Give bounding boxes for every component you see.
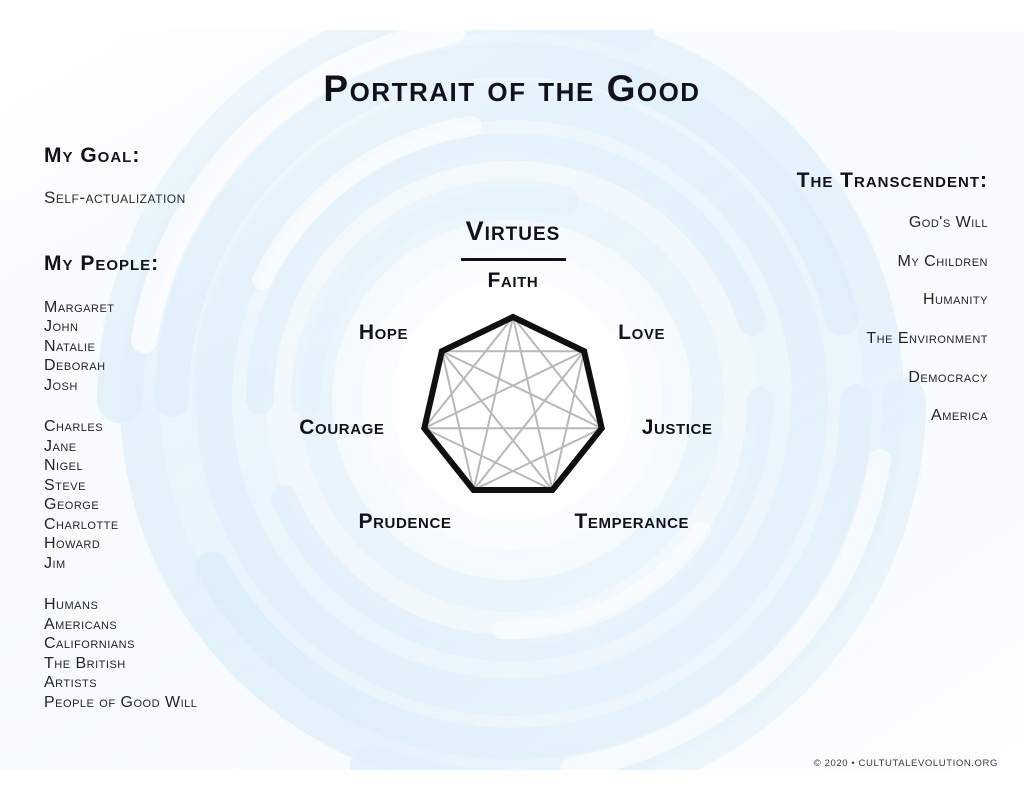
virtue-label-justice: Justice: [641, 416, 713, 440]
virtue-label-courage: Courage: [299, 416, 385, 440]
my-people-heading: My People:: [44, 251, 160, 275]
list-item: Charles: [44, 418, 104, 436]
virtues-heading-underline: [460, 258, 566, 261]
list-item: Deborah: [44, 357, 106, 375]
list-item: Charlotte: [44, 515, 119, 533]
my-goal-value: Self-actualization: [44, 188, 186, 208]
heptagon-figure: [421, 313, 605, 493]
people-group-1: Margaret John Natalie Deborah Josh: [44, 298, 324, 396]
virtue-label-love: Love: [618, 321, 666, 345]
copyright-footer: © 2020 • CULTUTALEVOLUTION.ORG: [813, 758, 998, 769]
virtues-heading: Virtues: [465, 216, 561, 246]
list-item: Howard: [44, 535, 101, 553]
left-column: My Goal: Self-actualization My People: M…: [44, 143, 324, 712]
list-item: The Environment: [866, 329, 988, 347]
list-item: Jim: [44, 554, 66, 572]
heptagon-outline: [421, 313, 605, 493]
list-item: Josh: [44, 376, 78, 394]
people-group-2: Charles Jane Nigel Steve George Charlott…: [44, 417, 324, 573]
list-item: George: [44, 496, 100, 514]
heptagon-chords: [423, 316, 603, 491]
list-item: Democracy: [908, 368, 988, 386]
list-item: Americans: [44, 615, 118, 633]
list-item: People of Good Will: [44, 693, 198, 711]
my-goal-heading: My Goal:: [44, 144, 141, 167]
people-group-3: Humans Americans Californians The Britis…: [44, 595, 324, 712]
list-item: America: [931, 407, 988, 425]
list-item: Humans: [44, 596, 99, 614]
virtue-label-hope: Hope: [358, 321, 409, 345]
page-title: Portrait of the Good: [323, 68, 701, 109]
list-item: The British: [44, 654, 126, 672]
virtues-diagram: Virtues Faith Love Justice Temperance Pr…: [299, 216, 723, 533]
list-item: Natalie: [44, 337, 96, 355]
virtue-label-faith: Faith: [487, 269, 539, 292]
list-item: Humanity: [922, 291, 988, 309]
list-item: John: [44, 318, 79, 336]
list-item: Artists: [44, 674, 98, 692]
list-item: Nigel: [44, 457, 84, 475]
list-item: My Children: [897, 252, 988, 270]
virtue-label-temperance: Temperance: [574, 509, 690, 533]
virtue-label-prudence: Prudence: [358, 509, 452, 533]
right-column: The Transcendent: God's Will My Children…: [658, 168, 988, 425]
list-item: Margaret: [44, 298, 115, 316]
transcendent-heading: The Transcendent:: [796, 169, 988, 192]
list-item: Californians: [44, 635, 135, 653]
list-item: Jane: [44, 437, 77, 455]
list-item: Steve: [44, 476, 86, 494]
list-item: God's Will: [908, 214, 988, 232]
